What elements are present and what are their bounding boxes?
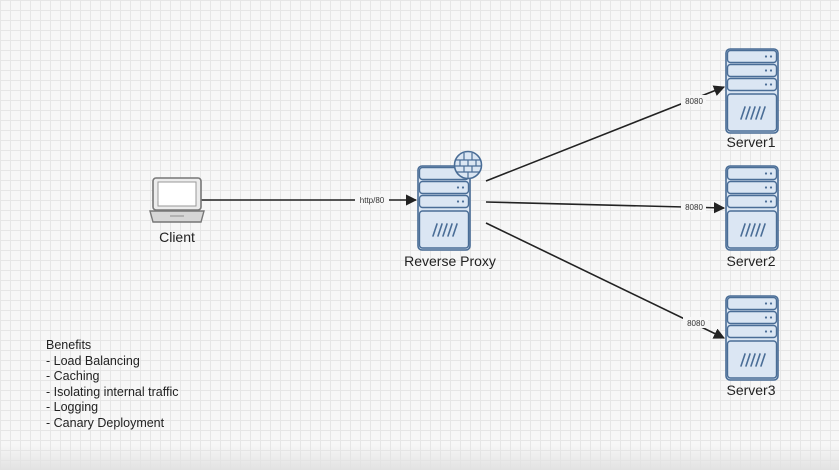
edge-label-server1-port: 8080 — [685, 97, 703, 106]
edge-label-server3-port: 8080 — [687, 319, 705, 328]
benefits-list: - Load Balancing - Caching - Isolating i… — [46, 354, 178, 432]
server1-node[interactable]: Server1 — [725, 48, 779, 150]
benefits-title: Benefits — [46, 338, 92, 352]
firewall-icon — [453, 150, 483, 180]
proxy-node[interactable]: Reverse Proxy — [404, 150, 496, 270]
server3-label: Server3 — [726, 382, 775, 398]
server-icon — [725, 295, 779, 381]
client-label: Client — [159, 229, 195, 245]
client-node[interactable]: Client — [149, 177, 205, 245]
server2-node[interactable]: Server2 — [725, 165, 779, 269]
server-icon — [725, 48, 779, 134]
proxy-label: Reverse Proxy — [404, 253, 496, 269]
server3-node[interactable]: Server3 — [725, 295, 779, 398]
server-icon — [417, 165, 471, 251]
bottom-fade — [0, 444, 839, 470]
server2-label: Server2 — [726, 253, 775, 269]
benefits-note: Benefits - Load Balancing - Caching - Is… — [46, 338, 178, 431]
edge-label-http: http/80 — [360, 196, 385, 205]
benefit-item: - Caching — [46, 369, 100, 383]
laptop-icon — [149, 177, 205, 223]
benefit-item: - Isolating internal traffic — [46, 384, 179, 399]
server1-label: Server1 — [726, 134, 775, 150]
benefit-item: - Load Balancing — [46, 353, 140, 368]
edge-label-server2-port: 8080 — [685, 203, 703, 212]
server-icon — [725, 165, 779, 251]
benefit-item: - Canary Deployment — [46, 415, 165, 430]
benefit-item: - Logging — [46, 400, 99, 414]
